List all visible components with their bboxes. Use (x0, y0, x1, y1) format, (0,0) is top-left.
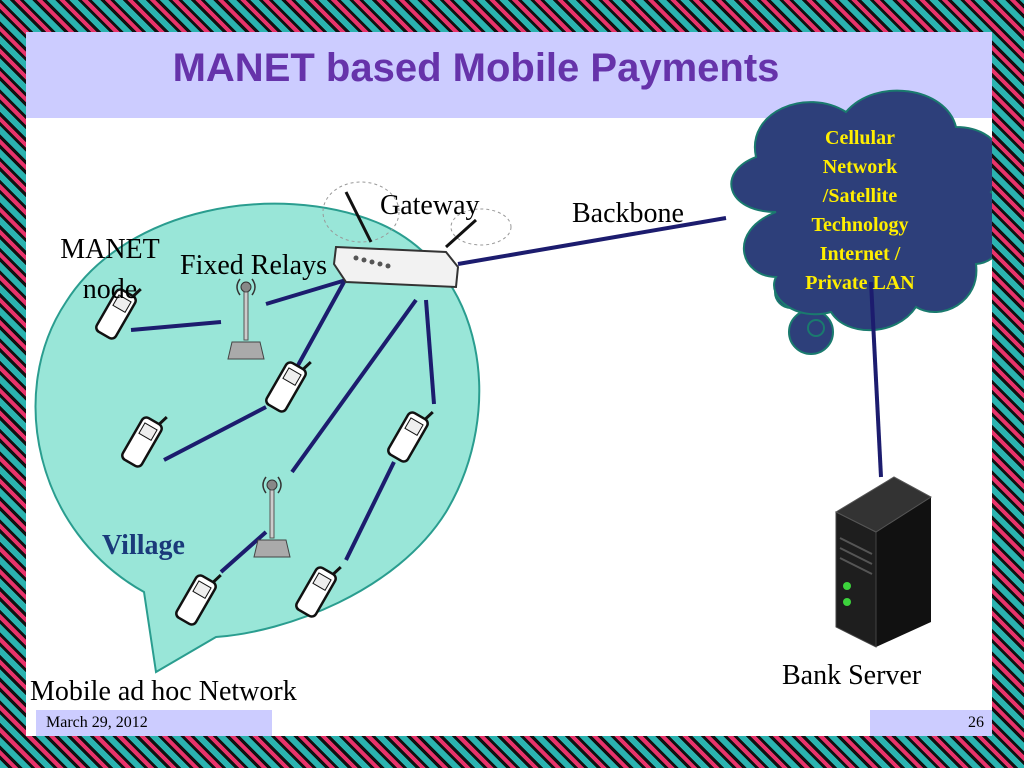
village-label: Village (102, 530, 185, 561)
cloud-icon (730, 89, 992, 355)
backbone-label: Backbone (572, 198, 684, 229)
footer-date-box: March 29, 2012 (36, 710, 272, 736)
slide-title: MANET based Mobile Payments (172, 46, 780, 90)
mobile-phone-icon (121, 415, 168, 468)
gateway-router-icon (322, 181, 512, 289)
page-number: 26 (968, 714, 984, 731)
mobile-phone-icon (265, 360, 312, 413)
mobile-phone-icon (175, 573, 222, 626)
slide: MANET based Mobile Payments (26, 32, 992, 736)
title-bar: MANET based Mobile Payments (26, 32, 992, 118)
manet-node-label: MANET node (60, 234, 160, 305)
bank-server-icon (834, 476, 932, 648)
mobile-phone-icon (95, 287, 142, 340)
network-diagram (34, 89, 992, 674)
cloud-line: Private LAN (805, 272, 915, 294)
village-region (34, 202, 481, 674)
cloud-server-link (869, 281, 883, 478)
bank-server-label: Bank Server (782, 660, 922, 691)
cloud-line: Cellular (825, 127, 895, 149)
cloud-text: Cellular Network /Satellite Technology I… (770, 124, 950, 298)
gateway-label: Gateway (380, 190, 480, 221)
link-node4-gateway (424, 299, 436, 405)
link-relay2-gateway (290, 298, 418, 474)
mobile-adhoc-label: Mobile ad hoc Network (30, 676, 297, 707)
footer-page-box: 26 (870, 710, 992, 736)
cloud-line: Internet / (819, 243, 901, 265)
mobile-phone-icon (295, 565, 342, 618)
relay-tower-icon (227, 278, 265, 360)
link-relay1-gateway (265, 278, 347, 306)
link-node5-relay2 (219, 530, 268, 574)
cloud-line: Network (822, 156, 898, 178)
fixed-relays-label: Fixed Relays (180, 250, 327, 281)
network-links (130, 216, 883, 574)
cloud-line: Technology (811, 214, 909, 236)
backbone-link (457, 216, 727, 266)
mobile-phone-icon (387, 410, 434, 463)
footer-date: March 29, 2012 (46, 714, 148, 731)
relay-tower-icon (253, 476, 291, 558)
link-node6-node4 (344, 461, 396, 561)
cloud-line: /Satellite (822, 185, 898, 207)
link-node3-node2 (163, 405, 267, 462)
link-node1-relay1 (130, 320, 222, 332)
